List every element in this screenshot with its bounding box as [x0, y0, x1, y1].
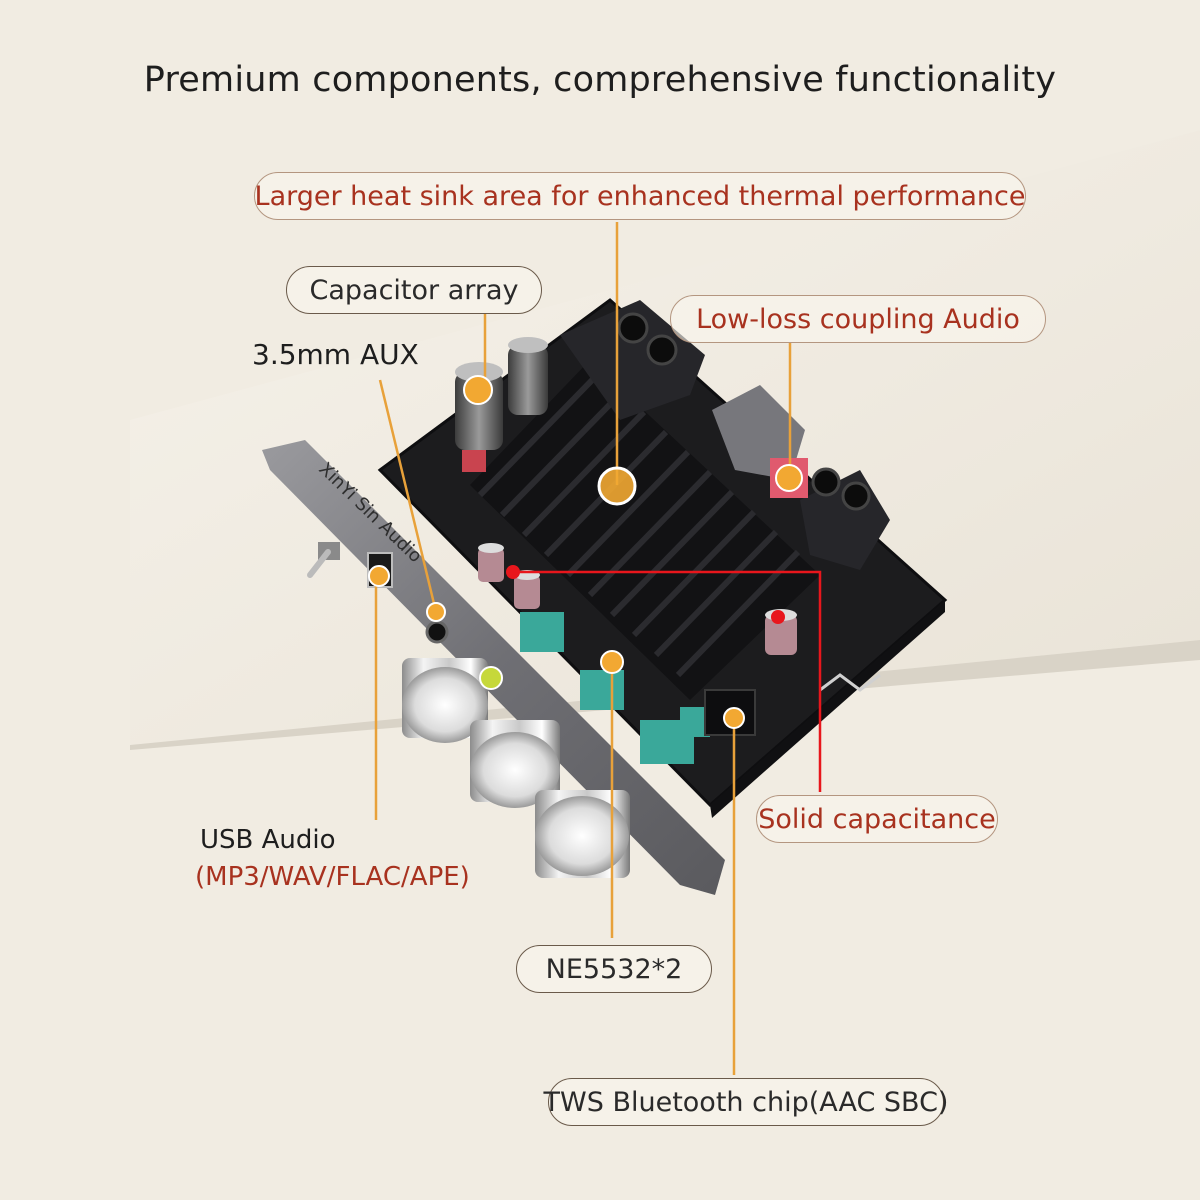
speaker-terminal-top — [560, 300, 705, 420]
callout-heat-sink: Larger heat sink area for enhanced therm… — [254, 172, 1026, 220]
knob-3 — [535, 790, 630, 878]
callout-low-loss-coupling: Low-loss coupling Audio — [670, 295, 1046, 343]
page-title: Premium components, comprehensive functi… — [143, 60, 1057, 100]
label-usb-formats: (MP3/WAV/FLAC/APE) — [195, 862, 470, 892]
inductor-block — [712, 385, 805, 480]
knob-2 — [470, 720, 560, 808]
callout-solid-capacitance: Solid capacitance — [756, 795, 998, 843]
marker-solid-cap-1 — [506, 565, 520, 579]
solid-capacitor-1 — [478, 543, 504, 582]
label-usb-audio: USB Audio — [200, 825, 336, 855]
marker-aux — [426, 602, 446, 622]
ne5532-socket-2 — [580, 670, 624, 710]
marker-ne5532 — [600, 650, 624, 674]
label-aux: 3.5mm AUX — [252, 338, 419, 371]
callout-tws-bluetooth: TWS Bluetooth chip(AAC SBC) — [544, 1078, 948, 1126]
marker-bluetooth — [723, 707, 745, 729]
ne5532-socket-1 — [520, 612, 564, 652]
marker-coupling — [775, 464, 803, 492]
markers — [368, 375, 803, 729]
marker-knob — [479, 666, 503, 690]
speaker-terminal-right — [800, 467, 890, 570]
callout-capacitor-array: Capacitor array — [286, 266, 542, 314]
marker-usb — [368, 565, 390, 587]
heat-sink — [470, 360, 820, 700]
callout-ne5532: NE5532*2 — [516, 945, 712, 993]
antenna-trace — [819, 673, 881, 692]
marker-capacitor — [463, 375, 493, 405]
leader-lines — [374, 222, 792, 1075]
solid-cap-leader — [513, 570, 822, 792]
power-switch — [307, 542, 340, 578]
marker-solid-cap-2 — [771, 610, 785, 624]
aux-jack — [425, 620, 449, 644]
knob-1 — [402, 658, 488, 743]
marker-heat-sink — [597, 466, 637, 506]
